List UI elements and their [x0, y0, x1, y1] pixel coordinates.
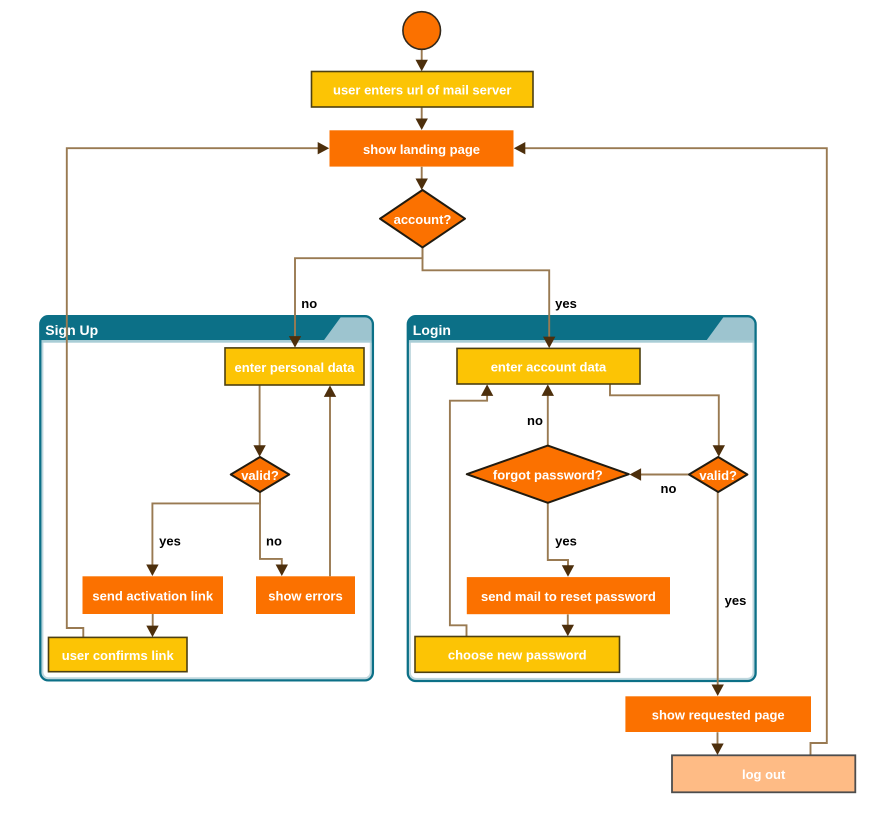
- svg-text:log out: log out: [742, 767, 786, 782]
- svg-text:show landing page: show landing page: [363, 142, 480, 157]
- svg-text:no: no: [661, 481, 677, 496]
- svg-text:no: no: [266, 534, 282, 549]
- svg-text:account?: account?: [394, 212, 452, 227]
- svg-text:user enters url of mail server: user enters url of mail server: [333, 83, 511, 98]
- svg-text:yes: yes: [159, 534, 181, 549]
- svg-text:enter personal data: enter personal data: [235, 360, 356, 375]
- svg-text:Login: Login: [413, 322, 451, 338]
- svg-text:choose new password: choose new password: [448, 648, 587, 663]
- svg-text:show errors: show errors: [268, 588, 342, 603]
- svg-text:send activation link: send activation link: [92, 588, 213, 603]
- svg-text:show requested page: show requested page: [652, 707, 785, 722]
- svg-text:yes: yes: [555, 296, 577, 311]
- svg-text:no: no: [301, 296, 317, 311]
- svg-text:yes: yes: [725, 593, 747, 608]
- svg-text:no: no: [527, 413, 543, 428]
- svg-text:user confirms link: user confirms link: [62, 648, 175, 663]
- svg-text:yes: yes: [555, 534, 577, 549]
- svg-text:send mail to reset password: send mail to reset password: [481, 589, 656, 604]
- svg-text:enter account data: enter account data: [491, 360, 607, 375]
- svg-text:valid?: valid?: [699, 468, 737, 483]
- svg-text:Sign Up: Sign Up: [45, 322, 98, 338]
- svg-text:valid?: valid?: [241, 468, 279, 483]
- svg-text:forgot password?: forgot password?: [493, 468, 603, 483]
